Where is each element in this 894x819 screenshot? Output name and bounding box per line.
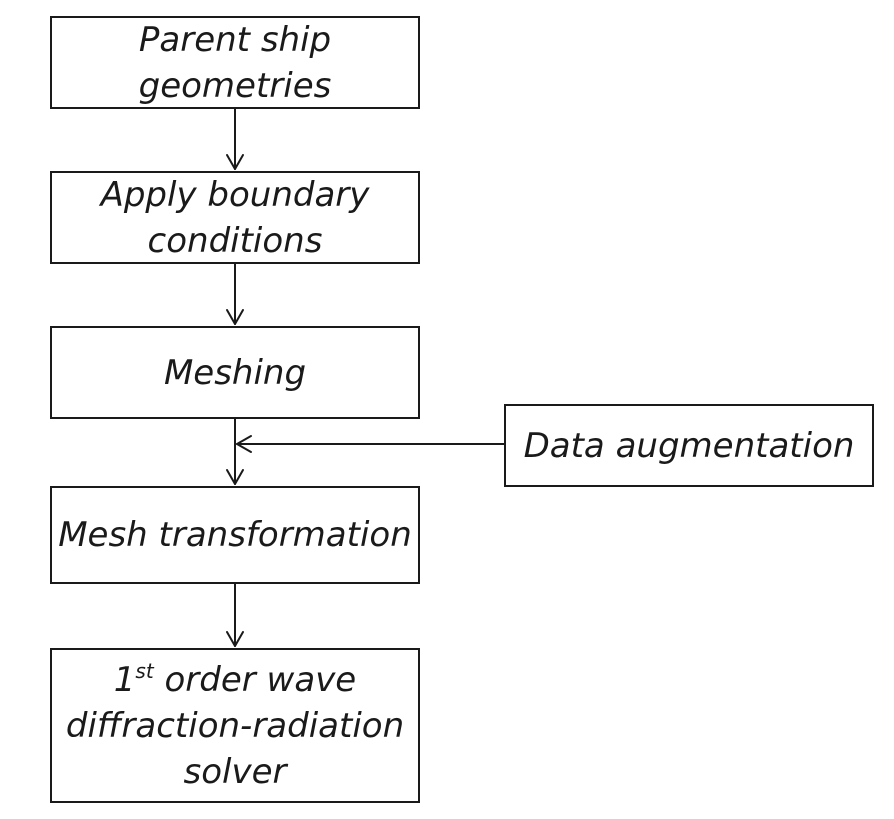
step-apply-boundary-conditions: Apply boundary conditions bbox=[50, 171, 420, 264]
step-label-line: conditions bbox=[147, 220, 323, 261]
arrowhead-icon bbox=[226, 631, 244, 647]
arrowhead-icon bbox=[236, 435, 252, 453]
side-input-data-augmentation: Data augmentation bbox=[504, 404, 874, 487]
side-input-label: Data augmentation bbox=[523, 425, 855, 466]
ordinal-suffix: st bbox=[135, 658, 154, 683]
step-label-line: Mesh transformation bbox=[58, 515, 412, 555]
step-mesh-transformation: Mesh transformation bbox=[50, 486, 420, 584]
ordinal-number: 1 bbox=[113, 659, 136, 700]
step-label-line: diffraction-radiation bbox=[65, 705, 405, 746]
step-wave-solver: 1st order wave diffraction-radiation sol… bbox=[50, 648, 420, 803]
arrowhead-icon bbox=[226, 469, 244, 485]
step-label-line: Parent ship bbox=[138, 19, 332, 60]
step-label-line: solver bbox=[183, 751, 287, 792]
step-label-line-first: 1st order wave bbox=[114, 657, 356, 703]
arrowhead-icon bbox=[226, 154, 244, 170]
step-label-line: geometries bbox=[138, 65, 332, 106]
step-parent-ship-geometries: Parent ship geometries bbox=[50, 16, 420, 109]
step-meshing: Meshing bbox=[50, 326, 420, 419]
arrowhead-icon bbox=[226, 309, 244, 325]
step-label-line: Apply boundary bbox=[100, 174, 370, 215]
step-label-text: order wave bbox=[153, 659, 357, 700]
step-label-line: Meshing bbox=[163, 352, 307, 393]
